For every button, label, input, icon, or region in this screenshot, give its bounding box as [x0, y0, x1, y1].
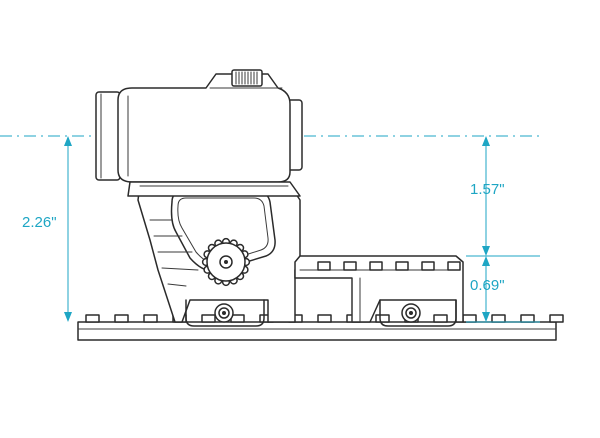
turret-knob-icon[interactable]	[231, 69, 263, 87]
riser-ribs	[149, 219, 199, 287]
knurled-knob-icon[interactable]	[201, 237, 251, 287]
dimension-lines	[0, 135, 540, 323]
cross-bolt-left-icon[interactable]	[214, 303, 234, 323]
extension-rail	[294, 255, 464, 327]
dimension-optic-height-label: 1.57"	[470, 181, 505, 198]
rail-teeth	[85, 314, 564, 323]
picatinny-rail	[77, 314, 564, 341]
dimension-total-height-label: 2.26"	[22, 214, 57, 231]
dimension-mount-height-label: 0.69"	[470, 277, 505, 294]
cross-bolt-right-icon[interactable]	[401, 303, 421, 323]
red-dot-optic	[95, 73, 303, 197]
